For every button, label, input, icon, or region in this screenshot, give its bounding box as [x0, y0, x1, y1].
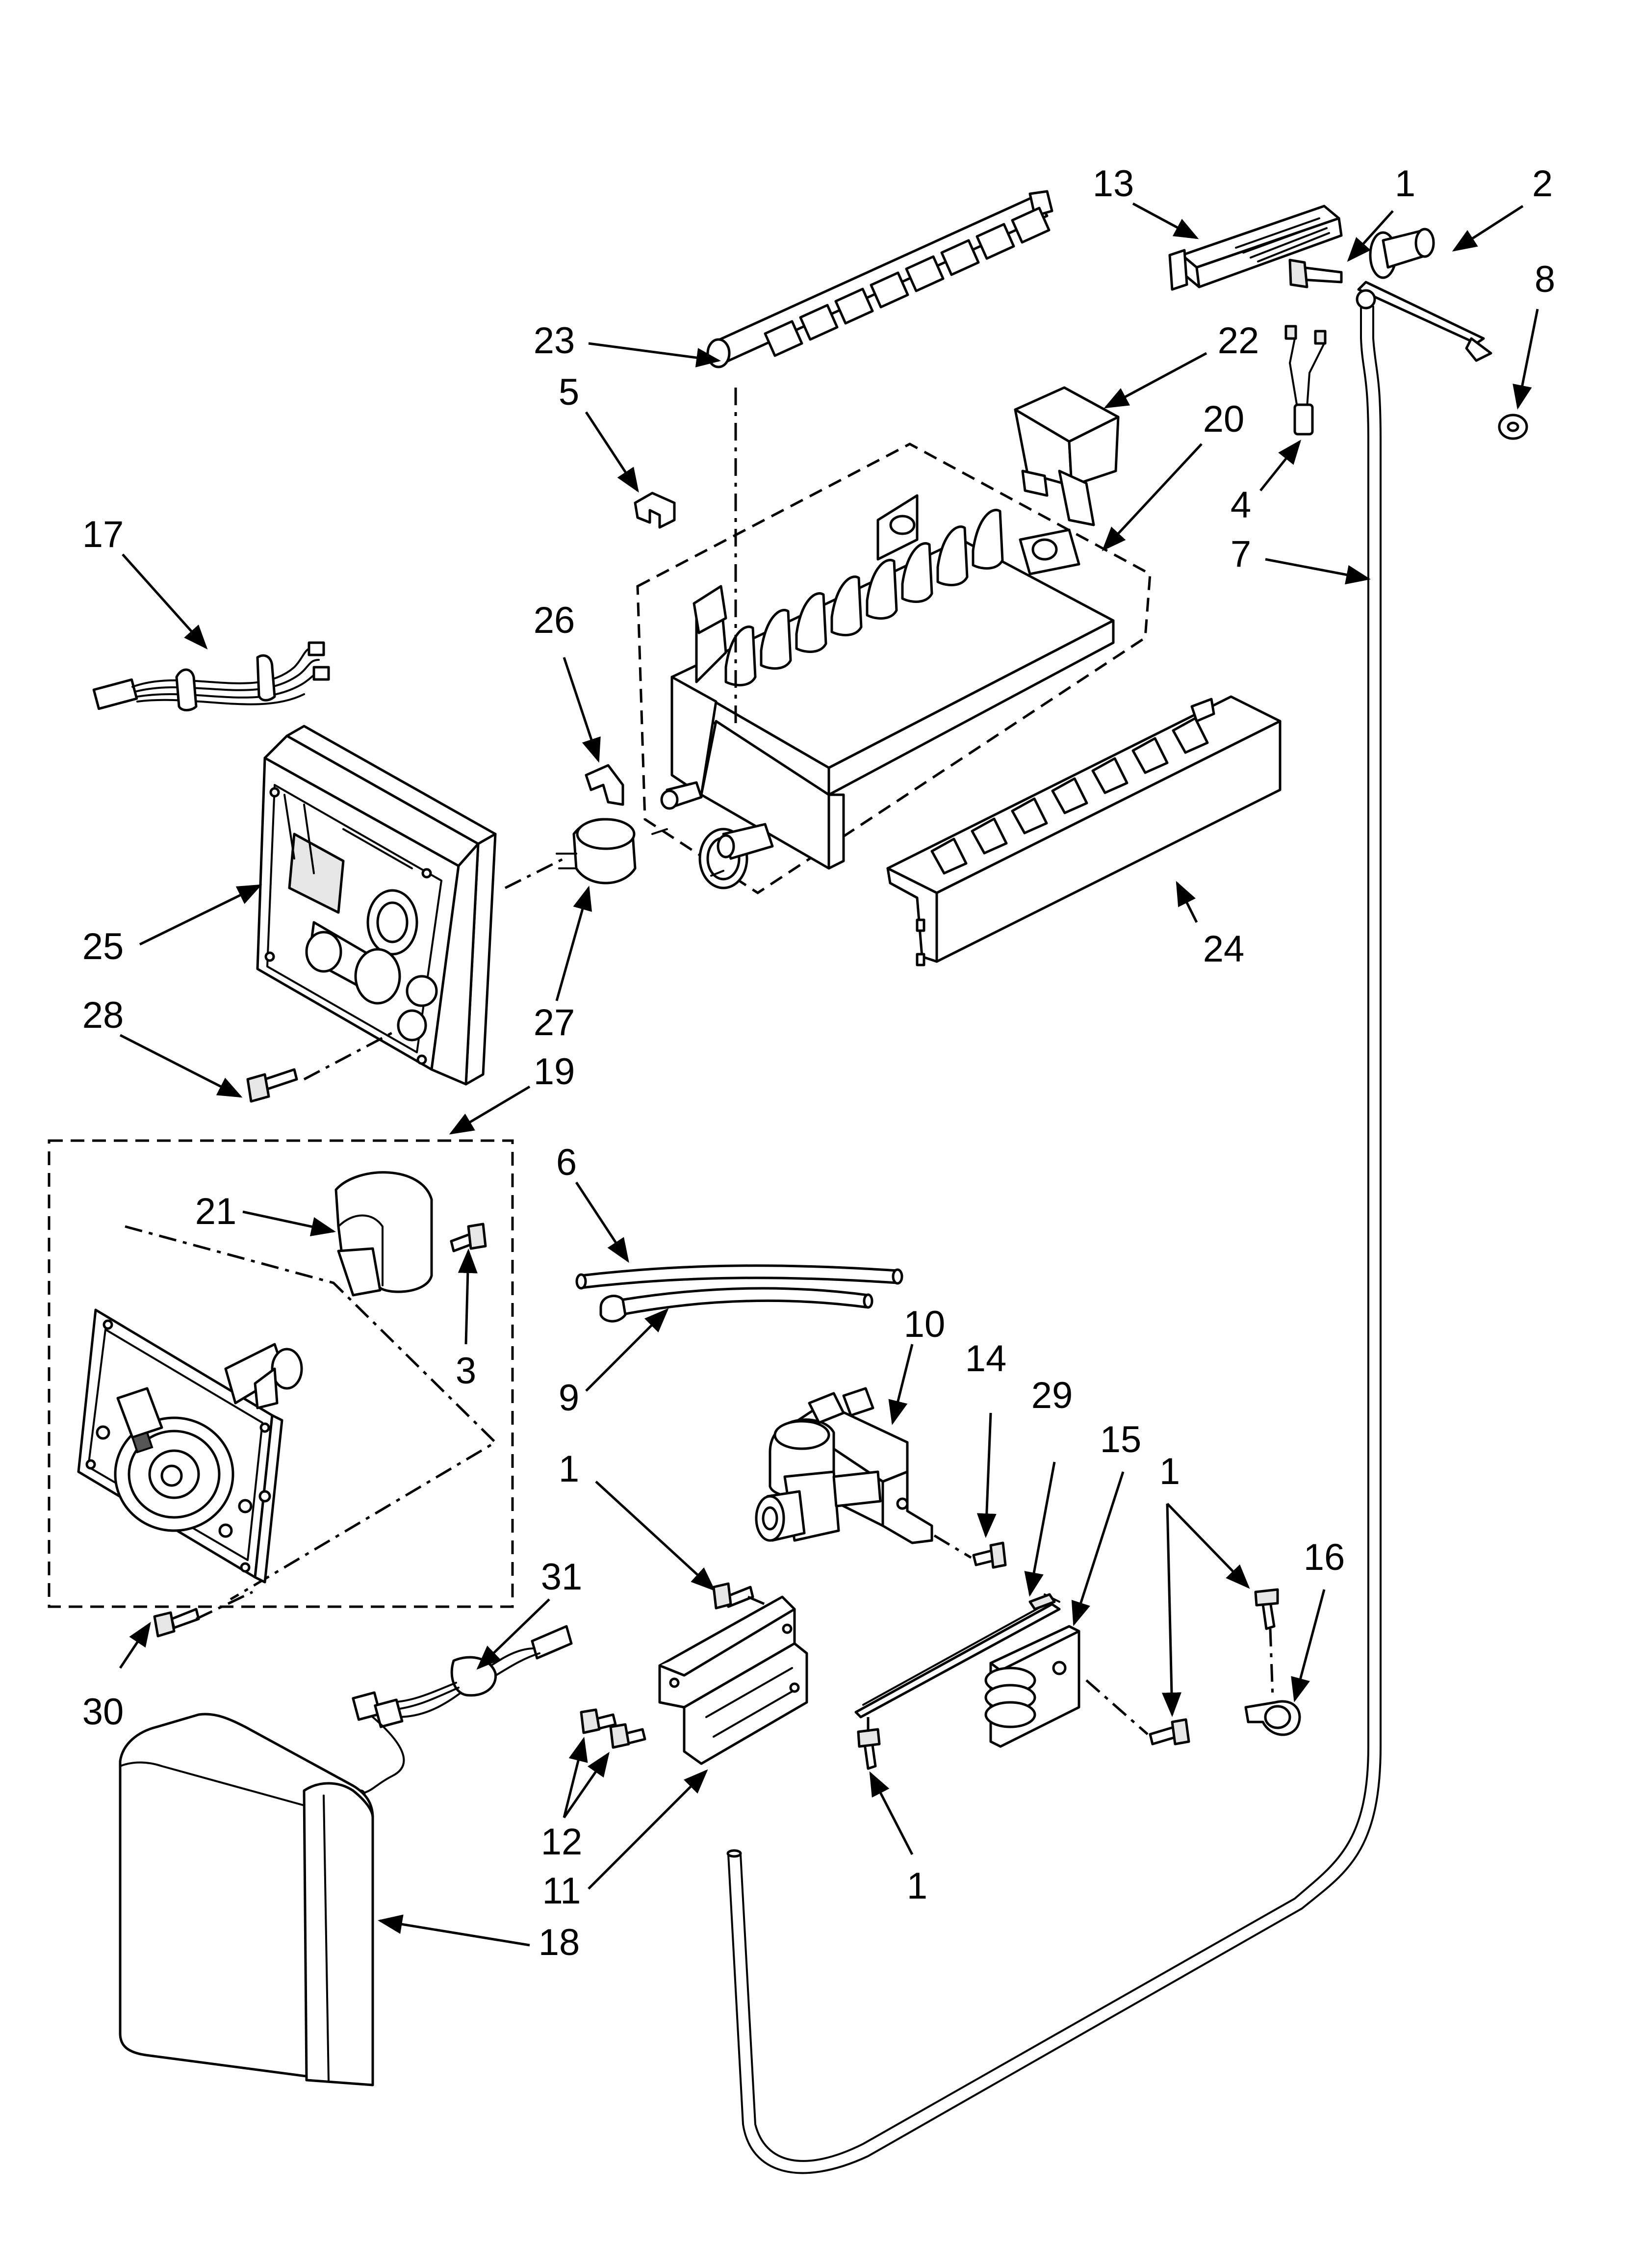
stripper-tooth — [1051, 777, 1088, 814]
callout-18: 18 — [539, 1922, 580, 1963]
part-2-bushing — [1369, 228, 1435, 279]
callout-15: 15 — [1100, 1419, 1142, 1460]
part-8-washer — [1498, 414, 1528, 440]
mold-cavity — [866, 559, 898, 620]
callout-leaders — [119, 202, 1539, 1947]
part-12-screws — [580, 1708, 646, 1749]
callout-27: 27 — [534, 1002, 575, 1043]
callout-19: 19 — [534, 1051, 575, 1093]
callout-17: 17 — [82, 514, 124, 555]
ejector-fin — [1011, 207, 1051, 244]
mold-cavity — [972, 509, 1004, 570]
callout-22: 22 — [1218, 320, 1259, 362]
part-6-tube — [575, 1264, 903, 1290]
part-31-wiring-harness — [352, 1625, 573, 1800]
callout-8: 8 — [1535, 259, 1555, 300]
callout-3: 3 — [456, 1350, 476, 1392]
ejector-fin — [870, 271, 909, 309]
mold-cavity — [795, 592, 827, 653]
ejector-fin — [905, 255, 945, 292]
part-22-fill-cup — [1014, 386, 1120, 526]
mold-cavity — [901, 542, 933, 603]
part-11-mounting-bracket — [658, 1595, 808, 1765]
part-17-wire-harness — [92, 641, 330, 711]
callout-25: 25 — [82, 926, 124, 967]
part-1-screw-heater — [857, 1728, 881, 1770]
part-28-screw — [246, 1068, 298, 1103]
callout-6: 6 — [556, 1142, 577, 1183]
part-7-fill-tube — [726, 281, 1492, 2174]
callout-14: 14 — [965, 1338, 1007, 1380]
callout-1-right: 1 — [1159, 1451, 1180, 1492]
callout-21: 21 — [195, 1191, 237, 1232]
callout-20: 20 — [1203, 398, 1245, 440]
callout-16: 16 — [1304, 1537, 1345, 1578]
part-9-tube — [599, 1287, 873, 1323]
part-29-heater — [854, 1593, 1061, 1719]
stripper-tooth — [1091, 757, 1129, 794]
part-13-cover-bracket — [1168, 205, 1343, 291]
callout-26: 26 — [534, 600, 575, 641]
part-18-cover — [119, 1713, 374, 2086]
stripper-tooth — [1131, 737, 1169, 774]
mold-cavity — [830, 575, 863, 637]
callout-labels: 13 1 2 8 23 22 5 20 4 7 17 26 25 24 27 2… — [82, 163, 1555, 1963]
callout-29: 29 — [1031, 1375, 1073, 1416]
callout-30: 30 — [82, 1691, 124, 1733]
callout-12: 12 — [541, 1821, 583, 1863]
callout-13: 13 — [1093, 163, 1134, 205]
part-1-screw-mount — [712, 1582, 754, 1610]
part-24-stripper — [886, 695, 1282, 966]
assembly-lines — [195, 388, 1274, 1735]
ejector-fin — [799, 304, 839, 341]
callout-1-mount: 1 — [559, 1448, 579, 1490]
mold-cavity — [724, 626, 757, 687]
callout-1-heater: 1 — [907, 1865, 927, 1907]
part-16-tube-clamp — [1244, 1700, 1301, 1736]
callout-10: 10 — [904, 1303, 946, 1345]
callout-7: 7 — [1231, 533, 1251, 575]
ejector-fin — [834, 287, 874, 325]
stripper-tooth — [971, 817, 1008, 855]
callout-11: 11 — [542, 1870, 581, 1912]
part-10-water-valve — [755, 1387, 933, 1544]
part-1-screw-bracket — [1149, 1718, 1190, 1746]
part-1-screw-clamp — [1254, 1588, 1279, 1630]
ejector-fin — [940, 239, 980, 276]
callout-2: 2 — [1532, 163, 1553, 205]
callout-5: 5 — [559, 371, 579, 413]
callout-23: 23 — [534, 320, 575, 362]
ejector-fin — [764, 320, 803, 357]
part-14-screw — [972, 1541, 1007, 1569]
callout-28: 28 — [82, 994, 124, 1036]
ejector-fin — [975, 223, 1015, 260]
callout-4: 4 — [1231, 484, 1251, 526]
stripper-tooth — [1011, 797, 1048, 834]
part-15-heater-bracket — [984, 1625, 1080, 1748]
part-23-ejector — [706, 190, 1053, 368]
callout-9: 9 — [559, 1377, 579, 1419]
part-25-module-housing — [256, 725, 497, 1086]
stripper-tooth — [1172, 717, 1209, 754]
callout-1-top: 1 — [1395, 163, 1415, 205]
part-19-drive-assembly — [48, 1139, 514, 1608]
stripper-tooth — [930, 837, 968, 875]
part-4-thermostat — [1284, 325, 1327, 436]
part-30-screw — [153, 1608, 200, 1638]
part-26-clip — [585, 764, 624, 806]
part-5-clip — [634, 492, 676, 529]
part-1-screw-top — [1288, 259, 1343, 288]
callout-24: 24 — [1203, 928, 1245, 970]
mold-cavity — [936, 525, 969, 587]
callout-31: 31 — [541, 1556, 583, 1598]
mold-cavity — [760, 609, 792, 670]
part-20-ice-mold — [636, 443, 1152, 894]
part-27-motor — [556, 818, 637, 885]
